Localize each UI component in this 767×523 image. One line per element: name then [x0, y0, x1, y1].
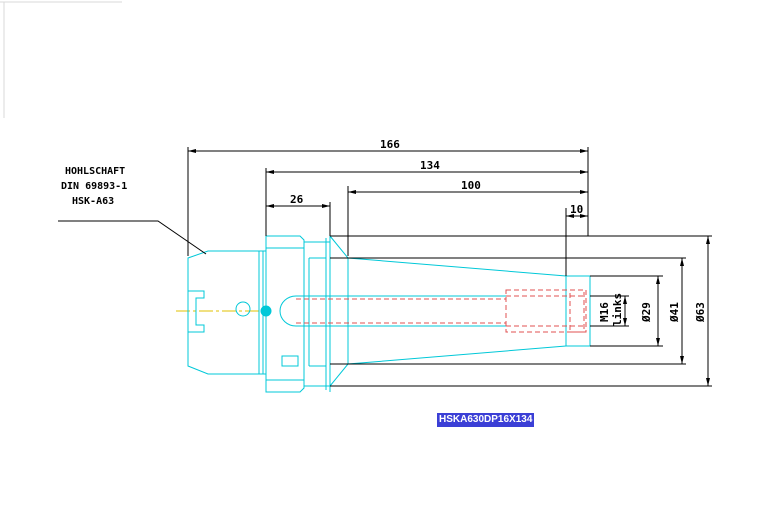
dim-166-label: 166 [380, 138, 400, 151]
frame-lines [0, 1, 122, 118]
dim-134-label: 134 [420, 159, 440, 172]
thread-direction-label: links [611, 293, 624, 326]
dia-63-label: Ø63 [694, 302, 707, 323]
tool-holder-outline [187, 235, 591, 393]
dimension-lines [58, 147, 712, 387]
dimension-arrows [188, 149, 710, 386]
callout-line-1: HOHLSCHAFT [65, 166, 125, 177]
thread-label: M16 [598, 302, 611, 322]
dia-41-label: Ø41 [668, 302, 681, 323]
dim-10-label: 10 [570, 203, 583, 216]
callout-line-2: DIN 69893-1 [61, 181, 127, 192]
hidden-lines [296, 289, 587, 333]
callout-line-3: HSK-A63 [72, 196, 114, 207]
dim-26-label: 26 [290, 193, 304, 206]
part-number-tag: HSKA630DP16X134 [437, 413, 535, 427]
dia-29-label: Ø29 [640, 302, 653, 323]
dim-100-label: 100 [461, 179, 481, 192]
